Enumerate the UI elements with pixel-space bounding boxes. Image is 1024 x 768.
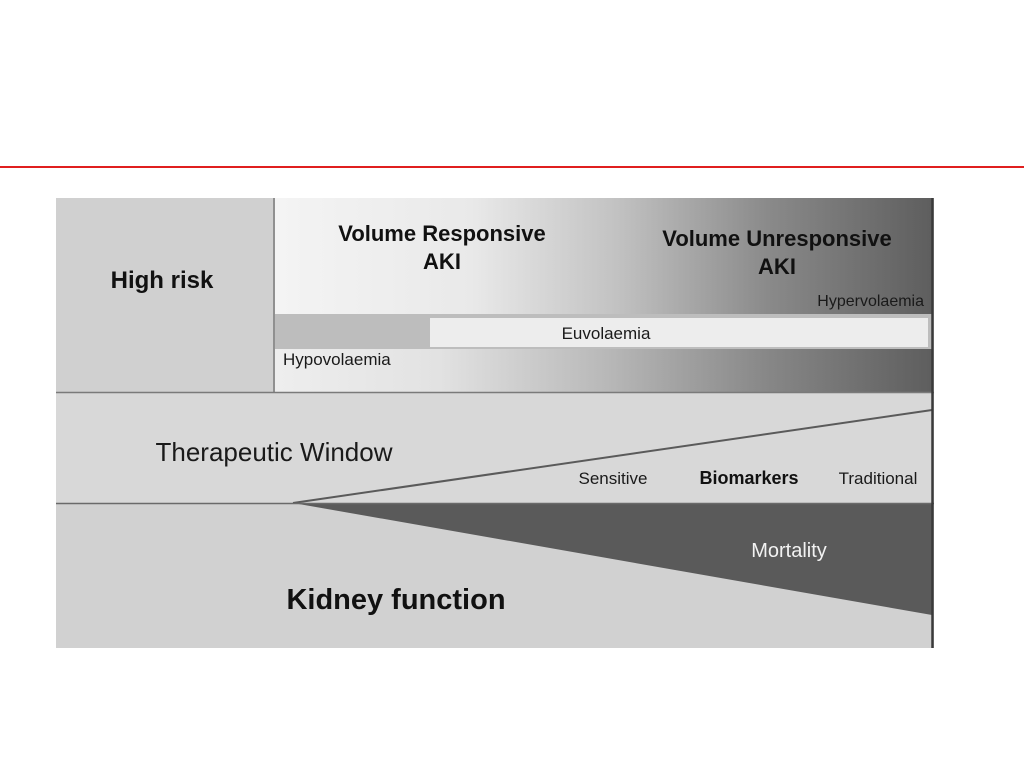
volume-unresponsive-label-line1: Volume Unresponsive (662, 226, 891, 251)
volume-unresponsive-label-line2: AKI (758, 254, 796, 279)
volume-response-gradient (275, 198, 932, 314)
hypervolaemia-label: Hypervolaemia (817, 293, 924, 310)
therapeutic-window-label: Therapeutic Window (156, 437, 393, 467)
euvolaemia-label: Euvolaemia (562, 324, 651, 343)
high-risk-label: High risk (111, 267, 214, 294)
biomarkers-label: Biomarkers (699, 468, 798, 488)
biomarker-sensitive-label: Sensitive (579, 469, 648, 488)
therapeutic-window-band (56, 393, 932, 503)
hypovolaemia-label: Hypovolaemia (283, 350, 391, 369)
hypovolaemia-region (275, 349, 932, 392)
mortality-label: Mortality (751, 540, 827, 562)
biomarker-traditional-label: Traditional (839, 469, 918, 488)
kidney-function-label: Kidney function (286, 584, 505, 616)
mortality-wedge (293, 503, 932, 615)
volume-responsive-label-line2: AKI (423, 249, 461, 274)
biomarker-wedge-line (292, 409, 933, 504)
header-divider (0, 166, 1024, 168)
high-risk-cell (56, 198, 274, 392)
euvolaemia-band (430, 318, 928, 347)
volume-responsive-label-line1: Volume Responsive (338, 221, 545, 246)
